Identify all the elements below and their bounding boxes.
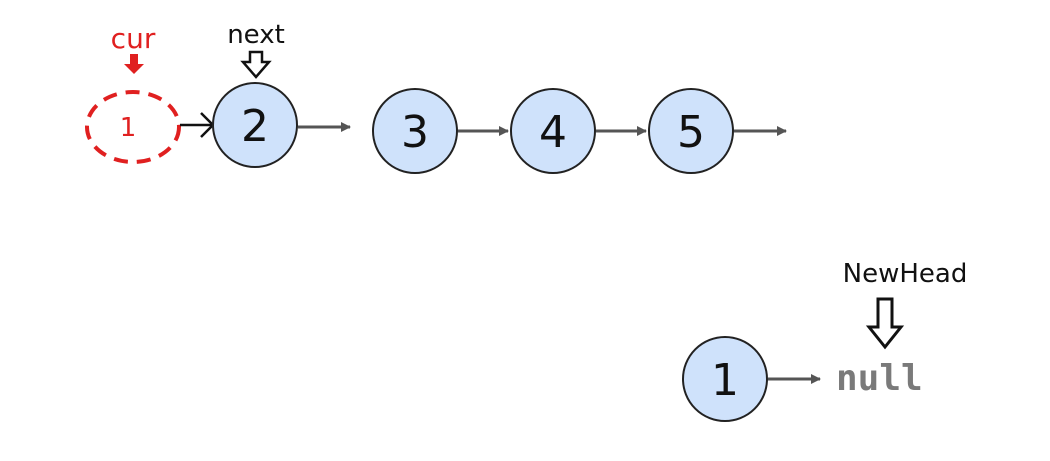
new-head-pointer-arrow-icon	[865, 297, 905, 350]
svg-text:4: 4	[539, 107, 567, 158]
svg-text:2: 2	[241, 101, 269, 152]
next-pointer-label: next	[227, 20, 285, 50]
list-node: 3	[372, 88, 458, 174]
svg-text:1: 1	[120, 113, 137, 143]
null-terminator: null	[836, 358, 923, 399]
list-node: 5	[648, 88, 734, 174]
svg-text:3: 3	[401, 107, 429, 158]
next-pointer-arrow-icon	[240, 50, 272, 79]
list-node: 2	[212, 82, 298, 168]
svg-text:5: 5	[677, 107, 705, 158]
svg-text:1: 1	[711, 355, 739, 406]
new-head-pointer-label: NewHead	[843, 259, 968, 289]
reversed-list-node: 1	[682, 336, 768, 422]
list-node: 4	[510, 88, 596, 174]
cur-pointer-label: cur	[111, 22, 156, 55]
removed-node-link-arrow	[180, 112, 215, 138]
removed-node: 1	[85, 90, 181, 164]
cur-pointer-arrow-icon	[124, 54, 144, 74]
